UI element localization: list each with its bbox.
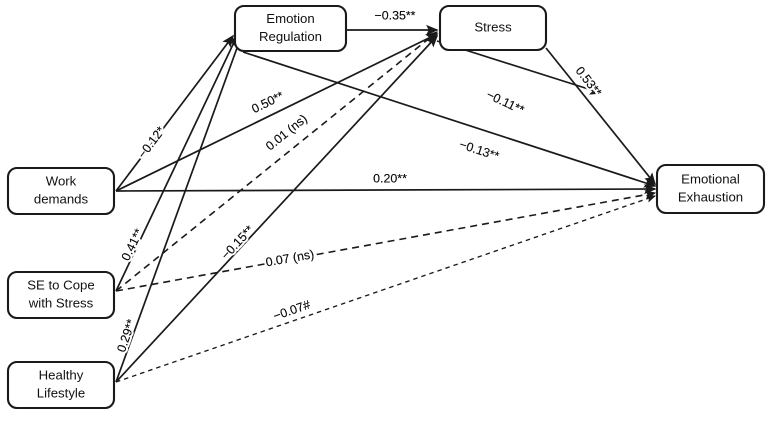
edge-hl_to_ee (115, 194, 657, 383)
edge-wd_to_er (115, 34, 235, 192)
edge-sec_to_stress (115, 31, 438, 292)
edge-label-text: 0.53** (573, 64, 605, 99)
node-label: Emotion (266, 11, 314, 26)
edge-labels-layer: −0.35**−0.35** 0.53**0.53** −0.12*−0.12* 0.… (112, 6, 607, 356)
node-label: Emotional (681, 171, 740, 186)
edges-layer (115, 24, 657, 383)
edge-label-text: −0.15** (218, 223, 256, 263)
edge-label-wd_to_ee: 0.20**0.20** (371, 169, 409, 187)
node-label: Work (46, 173, 77, 188)
node-work_demands[interactable]: Work demands (6, 166, 116, 216)
edge-label-text: −0.35** (375, 8, 416, 22)
edge-label-er_to_stress: −0.35**−0.35** (372, 6, 417, 24)
edge-label-text: −0.13** (458, 137, 501, 163)
edge-er_to_ee (242, 51, 657, 188)
edge-sec_to_ee (115, 190, 657, 292)
edge-label-stress_to_ee: 0.53**0.53** (571, 62, 607, 102)
edge-label-er_to_ee: −0.13**−0.13** (455, 135, 503, 165)
edge-hl_to_er (115, 35, 243, 383)
edge-label-sec_to_er: 0.41**0.41** (117, 224, 149, 265)
edge-wd_to_ee (115, 183, 657, 195)
edge-wd_to_stress (115, 33, 439, 192)
edge-label-text: 0.41** (119, 226, 146, 263)
node-label: Exhaustion (678, 189, 743, 204)
edge-label-hl_to_stress: −0.15**−0.15** (216, 221, 259, 265)
node-label: demands (34, 191, 89, 206)
node-label: Healthy (39, 367, 84, 382)
node-stress[interactable]: Stress (438, 4, 548, 52)
edge-label-sec_to_ee: 0.07 (ns)0.07 (ns) (262, 245, 317, 271)
node-se_to_cope[interactable]: SE to Cope with Stress (6, 270, 116, 320)
edge-label-wd_to_er: −0.12*−0.12* (133, 122, 170, 164)
edge-label-text: 0.20** (373, 171, 407, 185)
edge-label-wd_to_stress: 0.50**0.50** (247, 86, 288, 118)
edge-label-hl_to_er: 0.29**0.29** (112, 315, 140, 356)
edge-label-text: −0.11** (484, 88, 526, 118)
node-label: Regulation (259, 29, 322, 44)
edge-label-halo: −0.35** (375, 8, 416, 22)
node-label: SE to Cope (27, 277, 94, 292)
edge-label-text: 0.50** (249, 89, 286, 116)
edge-label-halo: 0.20** (373, 171, 407, 185)
edge-hl_to_stress (115, 34, 439, 383)
node-label: Lifestyle (37, 385, 85, 400)
edge-label-text: 0.07 (ns) (265, 247, 316, 269)
edge-label-text: −0.12* (135, 124, 168, 161)
edge-label-text: 0.01 (ns) (263, 112, 310, 154)
edge-label-text: 0.29** (114, 317, 138, 354)
edge-label-stress_side: −0.11**−0.11** (482, 85, 529, 119)
edge-label-sec_to_stress: 0.01 (ns)0.01 (ns) (261, 110, 312, 156)
edge-label-text: −0.07# (271, 297, 312, 323)
edge-sec_to_er (115, 34, 238, 292)
node-label: with Stress (28, 295, 94, 310)
node-label: Stress (474, 19, 512, 34)
edge-stress_to_ee (545, 47, 657, 186)
edge-label-hl_to_ee: −0.07#−0.07# (269, 295, 314, 325)
